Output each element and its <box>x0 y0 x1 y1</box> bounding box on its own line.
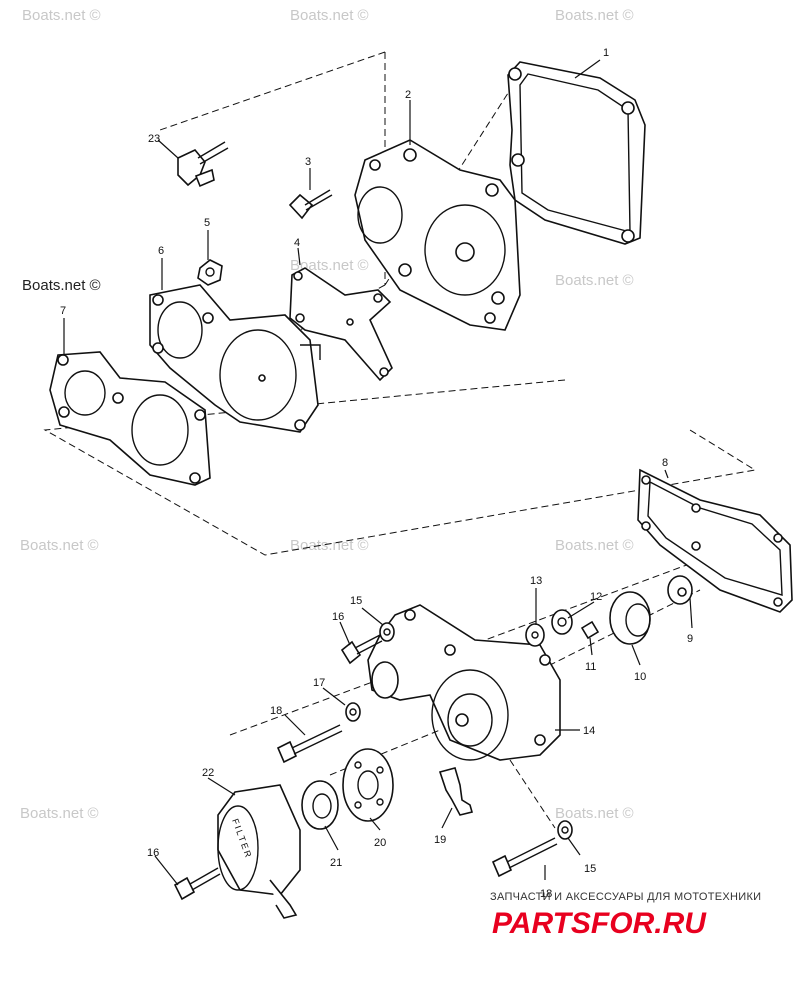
part-8-gasket <box>637 468 793 613</box>
part-11-screw <box>580 620 600 640</box>
callout-23: 23 <box>148 133 160 145</box>
watermarks: Boats.net © Boats.net © Boats.net © Boat… <box>20 7 634 822</box>
part-15-washer-lower <box>557 820 573 840</box>
part-7-gasket <box>49 351 211 486</box>
callout-12: 12 <box>590 591 602 603</box>
watermark-7: Boats.net © <box>290 537 369 554</box>
callout-16-upper: 16 <box>332 611 344 623</box>
callout-7: 7 <box>60 305 66 317</box>
callout-3: 3 <box>305 156 311 168</box>
callout-11: 11 <box>585 661 596 673</box>
part-9-washer <box>667 575 693 605</box>
part-20-plate <box>342 748 394 822</box>
part-18-bolt-left <box>276 724 343 764</box>
callout-18-right: 18 <box>540 888 552 900</box>
brand-logo: ЗАПЧАСТИ И АКСЕССУАРЫ ДЛЯ МОТОТЕХНИКИ PA… <box>490 891 761 940</box>
brand-name: PARTSFOR.RU <box>492 907 707 940</box>
watermark-10: Boats.net © <box>555 805 634 822</box>
part-15-washer-upper <box>379 622 395 642</box>
callout-6: 6 <box>158 245 164 257</box>
part-21-ring <box>301 780 339 830</box>
callout-13: 13 <box>530 575 542 587</box>
callout-15-lower: 15 <box>584 863 596 875</box>
callout-20: 20 <box>374 837 386 849</box>
callout-labels: 1 2 3 4 5 6 7 8 9 10 11 12 13 14 15 16 1… <box>60 47 693 900</box>
part-16-bolt-lower <box>173 867 221 901</box>
watermark-6: Boats.net © <box>20 537 99 554</box>
part-4-bracket <box>289 267 393 382</box>
callout-2: 2 <box>405 89 411 101</box>
part-10-seal <box>609 591 651 645</box>
part-5-nut <box>197 259 223 286</box>
part-12-nut <box>551 609 573 635</box>
leader-lines <box>63 59 693 886</box>
callout-19: 19 <box>434 834 446 846</box>
part-2-cover <box>354 139 521 331</box>
callout-18-left: 18 <box>270 705 282 717</box>
part-1-gasket <box>507 61 646 245</box>
watermark-4: Boats.net © <box>290 257 369 274</box>
part-17-washer <box>345 702 361 722</box>
dashed-guide-middle <box>43 379 757 556</box>
callout-1: 1 <box>603 47 609 59</box>
callout-9: 9 <box>687 633 693 645</box>
part-3-bolt <box>288 189 333 220</box>
part-19-fitting <box>438 767 473 816</box>
watermark-5: Boats.net © <box>555 272 634 289</box>
watermark-8: Boats.net © <box>555 537 634 554</box>
callout-22: 22 <box>202 767 214 779</box>
part-18-bolt-right <box>491 837 558 878</box>
part-22-filter: FILTER <box>217 784 301 919</box>
callout-21: 21 <box>330 857 342 869</box>
dashed-guide-lower <box>229 559 701 829</box>
callout-15-upper: 15 <box>350 595 362 607</box>
watermark-3: Boats.net © <box>22 7 101 24</box>
callout-16-lower: 16 <box>147 847 159 859</box>
part-13-washer <box>525 623 545 647</box>
callout-4: 4 <box>294 237 300 249</box>
part-23-fitting <box>177 141 229 188</box>
callout-10: 10 <box>634 671 646 683</box>
callout-8: 8 <box>662 457 668 469</box>
part-14-housing <box>367 604 561 761</box>
brand-subtitle: ЗАПЧАСТИ И АКСЕССУАРЫ ДЛЯ МОТОТЕХНИКИ <box>490 891 761 903</box>
callout-14: 14 <box>583 725 595 737</box>
watermark-dark: Boats.net © <box>22 277 101 294</box>
callout-5: 5 <box>204 217 210 229</box>
watermark-1: Boats.net © <box>290 7 369 24</box>
part-16-bolt-upper <box>340 634 383 665</box>
watermark-2: Boats.net © <box>555 7 634 24</box>
part-6-body <box>149 284 321 433</box>
watermark-9: Boats.net © <box>20 805 99 822</box>
callout-17: 17 <box>313 677 325 689</box>
